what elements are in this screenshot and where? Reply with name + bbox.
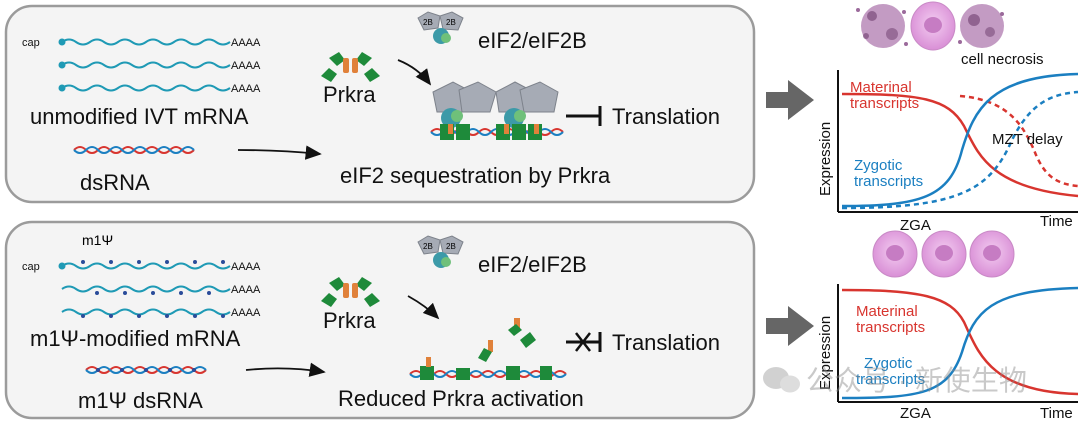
mrna-strands-bottom bbox=[58, 260, 231, 318]
polya-label: AAAA bbox=[231, 60, 261, 72]
maternal-delayed-curve bbox=[959, 94, 1079, 188]
delay-label: MZT delay bbox=[992, 131, 1063, 148]
y-axis-label: Expression bbox=[817, 122, 834, 196]
reduced-activation-complex bbox=[409, 318, 567, 380]
maternal-label-line: Materinal bbox=[850, 79, 912, 96]
zga-label: ZGA bbox=[900, 217, 931, 234]
translation-label: Translation bbox=[612, 330, 720, 355]
panel-top: cap AAAA AAAA AAAA unmodified IVT mRNA d… bbox=[4, 4, 756, 204]
mrna-strand-1 bbox=[61, 38, 231, 46]
graph-bottom: Expression Time ZGA Materinal transcript… bbox=[817, 230, 1079, 422]
healthy-cell-icon bbox=[921, 230, 967, 278]
zygotic-label-line: transcripts bbox=[854, 173, 923, 190]
polya-label: AAAA bbox=[231, 307, 261, 319]
cap-label: cap bbox=[22, 261, 40, 273]
zga-label: ZGA bbox=[900, 405, 931, 422]
inhibition-icon bbox=[566, 106, 602, 126]
eif-label: eIF2/eIF2B bbox=[478, 28, 587, 53]
polya-label: AAAA bbox=[231, 284, 261, 296]
zygotic-label-line: transcripts bbox=[856, 371, 925, 388]
graph-top: cell necrosis Expression Time ZGA Materi… bbox=[817, 1, 1079, 234]
zygotic-label-line: Zygotic bbox=[854, 157, 903, 174]
curved-arrow-icon bbox=[407, 295, 440, 320]
cap-label: cap bbox=[22, 37, 40, 49]
eif2b-icon: 2B 2B bbox=[417, 11, 464, 44]
translation-label: Translation bbox=[612, 104, 720, 129]
zygotic-curve bbox=[841, 286, 1079, 400]
result-arrow-top-icon bbox=[766, 80, 814, 120]
maternal-label-line: transcripts bbox=[856, 319, 925, 336]
blocked-inhibition-icon bbox=[566, 332, 602, 352]
healthy-cell-icon bbox=[910, 1, 956, 51]
dsrna-arrow-icon bbox=[237, 145, 322, 160]
polya-label: AAAA bbox=[231, 37, 261, 49]
mrna-strand-2 bbox=[61, 61, 231, 69]
dsrna-helix-top bbox=[73, 146, 195, 154]
eif2b-subunit-label: 2B bbox=[446, 18, 456, 27]
zygotic-label-line: Zygotic bbox=[864, 355, 913, 372]
prkra-label: Prkra bbox=[323, 308, 376, 333]
panel-top-frame bbox=[4, 4, 756, 204]
maternal-curve bbox=[841, 92, 1079, 198]
result-arrow-bottom-icon bbox=[766, 306, 814, 346]
polya-label: AAAA bbox=[231, 83, 261, 95]
y-axis-label: Expression bbox=[817, 316, 834, 390]
mrna-label: unmodified IVT mRNA bbox=[30, 104, 249, 129]
x-axis-label: Time bbox=[1040, 405, 1073, 422]
sequestration-complex bbox=[430, 81, 564, 140]
healthy-cell-icon bbox=[969, 230, 1015, 278]
dsrna-label: m1Ψ dsRNA bbox=[78, 388, 203, 413]
watermark: 公众号 · 新使生物 bbox=[763, 365, 1027, 396]
watermark-text: 公众号 · 新使生物 bbox=[806, 365, 1027, 396]
dsrna-arrow-icon bbox=[245, 362, 326, 377]
eif-label: eIF2/eIF2B bbox=[478, 252, 587, 277]
maternal-curve bbox=[841, 288, 1079, 396]
eif2b-subunit-label: 2B bbox=[423, 18, 433, 27]
healthy-cell-icon bbox=[872, 230, 918, 278]
eif2b-icon: 2B 2B bbox=[417, 235, 464, 268]
eif2b-subunit-label: 2B bbox=[423, 242, 433, 251]
necrotic-cell-icon bbox=[958, 4, 1004, 48]
zygotic-curve bbox=[841, 72, 1079, 208]
eif2b-subunit-label: 2B bbox=[446, 242, 456, 251]
prkra-icon bbox=[321, 277, 380, 307]
mrna-strands-top bbox=[58, 38, 231, 92]
modification-label: m1Ψ bbox=[82, 232, 113, 248]
polya-label: AAAA bbox=[231, 261, 261, 273]
dsrna-label: dsRNA bbox=[80, 170, 150, 195]
maternal-label-line: Materinal bbox=[856, 303, 918, 320]
prkra-label: Prkra bbox=[323, 82, 376, 107]
curved-arrow-icon bbox=[397, 59, 432, 86]
panel-bottom: m1Ψ cap AAAA AAAA AAAA m1Ψ-modified mRNA… bbox=[4, 220, 756, 420]
sequestration-label: eIF2 sequestration by Prkra bbox=[340, 163, 611, 188]
mrna-label: m1Ψ-modified mRNA bbox=[30, 326, 241, 351]
zygotic-delayed-curve bbox=[841, 90, 1079, 210]
necrosis-label: cell necrosis bbox=[961, 51, 1044, 68]
mrna-strand-3 bbox=[61, 84, 231, 92]
prkra-icon bbox=[321, 52, 380, 82]
maternal-label-line: transcripts bbox=[850, 95, 919, 112]
dsrna-helix-bottom bbox=[85, 366, 207, 374]
necrotic-cell-icon bbox=[856, 4, 908, 48]
x-axis-label: Time bbox=[1040, 213, 1073, 230]
wechat-logo-icon bbox=[763, 367, 800, 393]
activation-label: Reduced Prkra activation bbox=[338, 386, 584, 411]
